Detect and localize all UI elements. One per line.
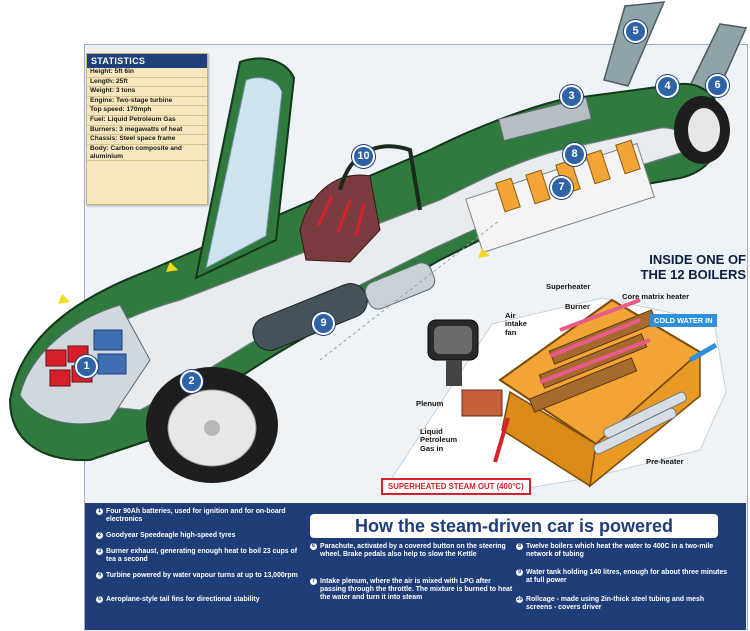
batteries — [45, 329, 127, 387]
seat-harness — [316, 195, 366, 237]
stat-height: Height: 5ft 6in — [87, 68, 207, 78]
pump-assembly — [364, 262, 436, 310]
label-lpg-in: Liquid Petroleum Gas in — [420, 427, 458, 453]
callout-3: 3 — [560, 85, 583, 108]
boiler-inset-title: INSIDE ONE OF THE 12 BOILERS — [600, 252, 746, 282]
panel-title: How the steam-driven car is powered — [310, 514, 718, 538]
label-plenum: Plenum — [416, 399, 444, 408]
boiler-core — [528, 298, 658, 413]
info-number: 2 — [96, 532, 103, 539]
air-intake-fan — [427, 319, 479, 386]
callout-6: 6 — [706, 74, 729, 97]
info-item-6: 6 Parachute, activated by a covered butt… — [310, 543, 516, 559]
info-item-1: 1 Four 90Ah batteries, used for ignition… — [96, 508, 306, 524]
stat-length: Length: 25ft — [87, 78, 207, 88]
stat-chassis: Chassis: Steel space frame — [87, 135, 207, 145]
stat-burners: Burners: 3 megawatts of heat — [87, 126, 207, 136]
label-superheated-steam-out: SUPERHEATED STEAM OUT (400°C) — [381, 478, 531, 495]
marker — [478, 248, 490, 258]
burner-exhaust — [498, 96, 592, 142]
info-item-8: 8 Twelve boilers which heat the water to… — [516, 543, 730, 559]
marker — [58, 294, 70, 304]
callout-9: 9 — [312, 312, 335, 335]
info-number: 7 — [310, 578, 317, 585]
info-item-3: 3 Burner exhaust, generating enough heat… — [96, 548, 306, 564]
stat-top-speed: Top speed: 170mph — [87, 106, 207, 116]
info-item-5: 5 Aeroplane-style tail fins for directio… — [96, 596, 306, 604]
callout-4: 4 — [656, 75, 679, 98]
info-text: Four 90Ah batteries, used for ignition a… — [106, 508, 286, 524]
info-text: Water tank holding 140 litres, enough fo… — [526, 569, 728, 585]
info-text: Burner exhaust, generating enough heat t… — [106, 548, 298, 564]
info-text: Intake plenum, where the air is mixed wi… — [320, 578, 513, 602]
label-pre-heater: Pre-heater — [646, 457, 684, 466]
info-text: Twelve boilers which heat the water to 4… — [526, 543, 714, 559]
info-item-2: 2 Goodyear Speedeagle high-speed tyres — [96, 532, 306, 540]
canopy-glass — [205, 77, 283, 269]
info-number: 10 — [516, 596, 523, 603]
info-number: 5 — [96, 596, 103, 603]
leader-line — [319, 219, 501, 361]
stat-body: Body: Carbon composite and aluminium — [87, 145, 207, 162]
label-air-intake-fan: Air intake fan — [505, 311, 527, 337]
info-text: Turbine powered by water vapour turns at… — [106, 572, 298, 579]
boiler-title-line-2: THE 12 BOILERS — [640, 267, 746, 282]
pre-heater-tubes — [593, 391, 687, 455]
callout-1: 1 — [75, 355, 98, 378]
rear-wheel — [674, 96, 730, 164]
info-number: 6 — [310, 543, 317, 550]
label-cold-water-in: COLD WATER IN — [650, 314, 717, 327]
stat-weight: Weight: 3 tons — [87, 87, 207, 97]
info-item-4: 4 Turbine powered by water vapour turns … — [96, 572, 306, 580]
info-number: 3 — [96, 548, 103, 555]
info-text: Rollcage - made using 2in-thick steel tu… — [526, 596, 705, 612]
steam-out-arrow — [493, 417, 510, 463]
label-superheater: Superheater — [546, 282, 591, 291]
info-number: 4 — [96, 572, 103, 579]
callout-8: 8 — [563, 143, 586, 166]
stat-fuel: Fuel: Liquid Petroleum Gas — [87, 116, 207, 126]
statistics-title: STATISTICS — [87, 54, 207, 68]
info-item-7: 7 Intake plenum, where the air is mixed … — [310, 578, 516, 603]
callout-2: 2 — [180, 370, 203, 393]
callout-5: 5 — [624, 20, 647, 43]
label-core-matrix-heater: Core matrix heater — [622, 292, 690, 301]
label-burner: Burner — [565, 302, 590, 311]
cold-water-arrow — [688, 342, 718, 363]
info-text: Parachute, activated by a covered button… — [320, 543, 506, 559]
info-text: Goodyear Speedeagle high-speed tyres — [106, 532, 236, 539]
callout-7: 7 — [550, 176, 573, 199]
boiler-title-line-1: INSIDE ONE OF — [649, 252, 746, 267]
plenum — [461, 389, 503, 417]
info-item-10: 10 Rollcage - made using 2in-thick steel… — [516, 596, 730, 612]
info-item-9: 9 Water tank holding 140 litres, enough … — [516, 569, 730, 585]
info-number: 9 — [516, 569, 523, 576]
marker — [166, 262, 178, 272]
front-wheel — [146, 367, 278, 483]
info-number: 8 — [516, 543, 523, 550]
callout-10: 10 — [352, 145, 375, 168]
stat-engine: Engine: Two-stage turbine — [87, 97, 207, 107]
info-text: Aeroplane-style tail fins for directiona… — [106, 596, 260, 603]
left-tail-fin — [603, 1, 666, 87]
statistics-box: STATISTICS Height: 5ft 6in Length: 25ft … — [86, 53, 208, 205]
info-number: 1 — [96, 508, 103, 515]
